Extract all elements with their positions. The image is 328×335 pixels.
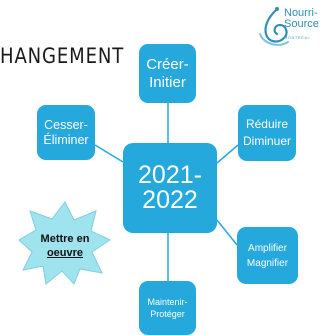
node-amplifier-line-2: Magnifier [246,257,289,269]
node-creer-line-1: Créer- [146,55,189,73]
center-line-1: 2021- [138,161,202,189]
logo-line-3: MONTRÉAL [284,35,311,40]
node-maintenir-line-2: Protéger [150,309,185,319]
starburst-icon [18,201,112,285]
center-node-year: 2021- 2022 [123,143,217,233]
node-reduire-line-2: Diminuer [242,134,291,148]
logo-line-1: Nourri- [284,7,318,19]
node-maintenir-line-1: Maintenir- [147,297,188,307]
callout-line-2: oeuvre [46,247,84,259]
connector-right-bottom [216,219,238,246]
node-cesser-line-2: Éliminer [43,132,89,147]
node-cesser-line-1: Cesser- [44,117,88,132]
logo-text: Nourri- Source MONTRÉAL [284,8,319,43]
node-creer-line-2: Initier [149,73,186,91]
node-amplifier: Amplifier Magnifier [237,227,298,284]
page-title: HANGEMENT [0,44,125,68]
node-maintenir: Maintenir- Protéger [139,281,196,335]
node-amplifier-line-1: Amplifier [248,242,287,254]
node-reduire: Réduire Diminuer [238,105,296,161]
nourri-source-logo-icon [259,7,289,46]
center-line-2: 2022 [142,186,198,214]
connector-left [94,144,124,163]
node-reduire-line-1: Réduire [245,117,288,131]
callout-text: Mettre en oeuvre [34,232,96,260]
connector-right-top [216,144,239,164]
node-creer: Créer- Initier [139,44,196,103]
node-cesser: Cesser- Éliminer [37,105,95,160]
logo-line-2: Source [284,18,319,30]
callout-line-1: Mettre en [40,233,90,245]
